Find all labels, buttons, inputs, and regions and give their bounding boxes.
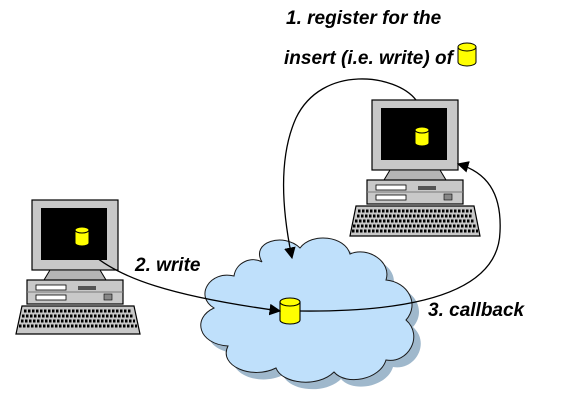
- arrow-register: [282, 78, 417, 260]
- database-icon: [457, 42, 477, 67]
- computer-left-icon: [15, 199, 141, 335]
- cloud-icon: [200, 237, 421, 390]
- database-icon: [74, 226, 90, 247]
- computer-right-icon: [349, 99, 481, 237]
- arrow-callback: [299, 161, 501, 312]
- step-register-label-line2-row: insert (i.e. write) of: [284, 42, 478, 70]
- arrow-write: [91, 253, 282, 316]
- database-icon: [279, 297, 301, 325]
- step-register-label-line2: insert (i.e. write) of: [284, 48, 453, 69]
- step-write-label: 2. write: [135, 255, 201, 276]
- step-register-label-line1: 1. register for the: [286, 8, 442, 29]
- database-icon: [414, 126, 430, 147]
- step-callback-label: 3. callback: [428, 300, 525, 321]
